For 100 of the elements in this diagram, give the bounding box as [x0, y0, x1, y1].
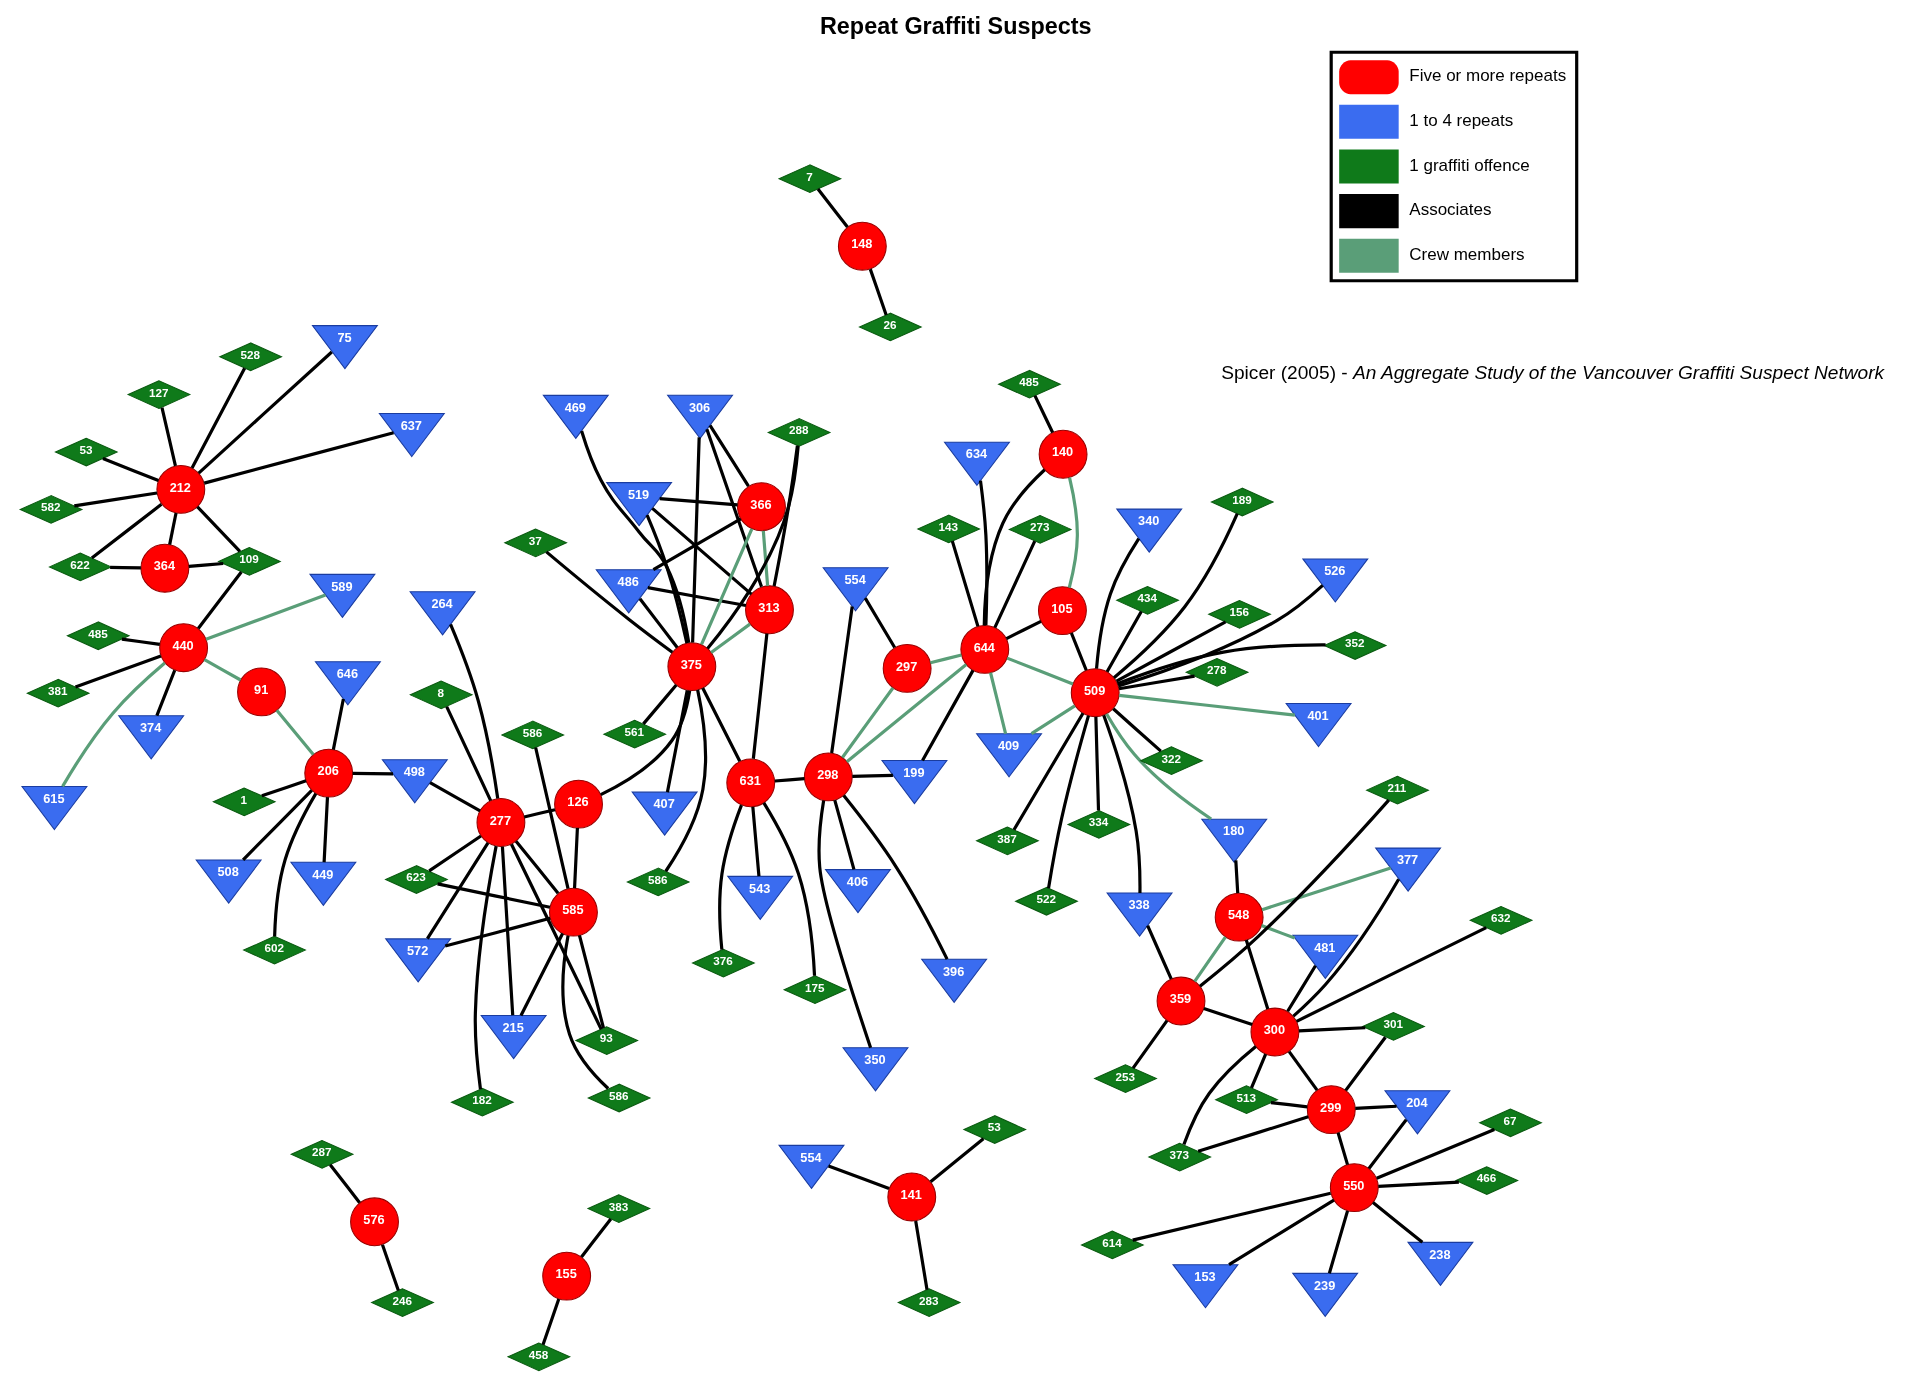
connector — [852, 773, 893, 778]
connector — [1327, 1210, 1350, 1274]
connector — [751, 806, 761, 877]
connector — [1286, 964, 1317, 1013]
connector — [1287, 1050, 1319, 1091]
legend-label: Five or more repeats — [1409, 66, 1567, 86]
node-diamond: 586 — [626, 867, 691, 897]
connector — [561, 935, 610, 1090]
connector — [1006, 656, 1074, 686]
node-circle: 359 — [1156, 976, 1206, 1026]
node-diamond: 387 — [975, 826, 1040, 856]
connector — [519, 932, 565, 1017]
connector — [1132, 1191, 1332, 1242]
connector — [1105, 610, 1143, 673]
node-diamond: 485 — [997, 369, 1062, 399]
connector — [572, 827, 579, 889]
connector — [1270, 1100, 1308, 1109]
node-circle: 509 — [1070, 668, 1120, 718]
connector — [751, 633, 769, 759]
connector — [523, 808, 556, 819]
node-circle: 105 — [1038, 586, 1087, 636]
connector — [102, 457, 159, 482]
node-diamond: 383 — [586, 1194, 651, 1223]
connector — [1115, 620, 1227, 683]
connector — [1112, 707, 1162, 753]
connector — [110, 565, 141, 570]
connector — [651, 507, 753, 596]
connector — [328, 1163, 361, 1204]
connector — [275, 709, 315, 756]
diagram-title: Repeat Graffiti Suspects — [820, 13, 1092, 40]
node-diamond: 127 — [126, 380, 192, 409]
node-circle: 631 — [726, 758, 776, 808]
node-diamond: 381 — [26, 678, 91, 708]
connector — [700, 528, 754, 646]
connector — [930, 653, 962, 665]
node-circle: 313 — [745, 585, 794, 635]
node-diamond: 8 — [409, 680, 474, 710]
node-diamond: 522 — [1014, 886, 1079, 916]
connector — [868, 268, 888, 316]
connector — [541, 1298, 561, 1346]
connector — [989, 672, 1008, 735]
connector — [978, 480, 989, 626]
connector — [426, 842, 490, 940]
connector — [160, 407, 177, 467]
node-diamond: 143 — [916, 514, 981, 544]
node-circle: 212 — [156, 464, 206, 514]
connector — [203, 658, 242, 682]
connector — [841, 687, 895, 759]
connector — [830, 606, 854, 754]
connector — [1234, 860, 1240, 894]
node-diamond: 288 — [766, 418, 832, 447]
connector — [1367, 1118, 1408, 1170]
node-diamond: 246 — [370, 1288, 435, 1317]
node-diamond: 175 — [782, 975, 848, 1005]
connector — [816, 188, 849, 228]
connector — [1131, 1019, 1169, 1070]
connector — [196, 571, 243, 630]
connector — [1046, 715, 1090, 889]
node-diamond: 466 — [1454, 1166, 1519, 1195]
connector — [1355, 1104, 1397, 1110]
node-diamond: 301 — [1361, 1012, 1426, 1041]
connector — [203, 431, 394, 485]
connector — [1105, 713, 1213, 821]
node-circle: 277 — [476, 798, 526, 847]
node-diamond: 582 — [18, 495, 84, 524]
connector — [534, 747, 570, 889]
connector — [950, 540, 980, 627]
connector — [580, 430, 691, 643]
connector — [705, 428, 764, 588]
connector — [863, 597, 897, 649]
connector — [1298, 1026, 1366, 1033]
connector — [1372, 1201, 1424, 1244]
node-circle: 141 — [887, 1172, 937, 1222]
node-diamond: 513 — [1214, 1085, 1279, 1115]
node-diamond: 1 — [212, 787, 277, 817]
connector — [921, 669, 975, 762]
connector — [168, 512, 178, 545]
connector — [1069, 632, 1088, 671]
caption: Spicer (2005) - An Aggregate Study of the Vancouver Graffiti Suspect Network — [1221, 362, 1885, 384]
connector — [842, 794, 949, 960]
connector — [914, 1220, 929, 1290]
node-diamond: 622 — [48, 552, 113, 582]
connector — [1261, 866, 1392, 912]
connector — [196, 505, 242, 553]
node-diamond: 109 — [217, 547, 282, 576]
node-diamond: 253 — [1093, 1064, 1158, 1093]
connector — [1112, 513, 1239, 679]
connector — [1336, 1132, 1350, 1166]
node-diamond: 93 — [574, 1026, 639, 1055]
connector — [514, 840, 560, 895]
connector — [1295, 926, 1487, 1023]
node-diamond: 586 — [500, 720, 565, 750]
connector — [1250, 1053, 1268, 1089]
connector — [510, 843, 603, 1030]
node-diamond: 322 — [1139, 746, 1204, 776]
connector — [1094, 537, 1141, 669]
legend-label: Crew members — [1409, 244, 1525, 264]
node-circle: 148 — [837, 221, 887, 271]
node-diamond: 278 — [1184, 657, 1250, 687]
node-diamond: 632 — [1469, 905, 1534, 935]
